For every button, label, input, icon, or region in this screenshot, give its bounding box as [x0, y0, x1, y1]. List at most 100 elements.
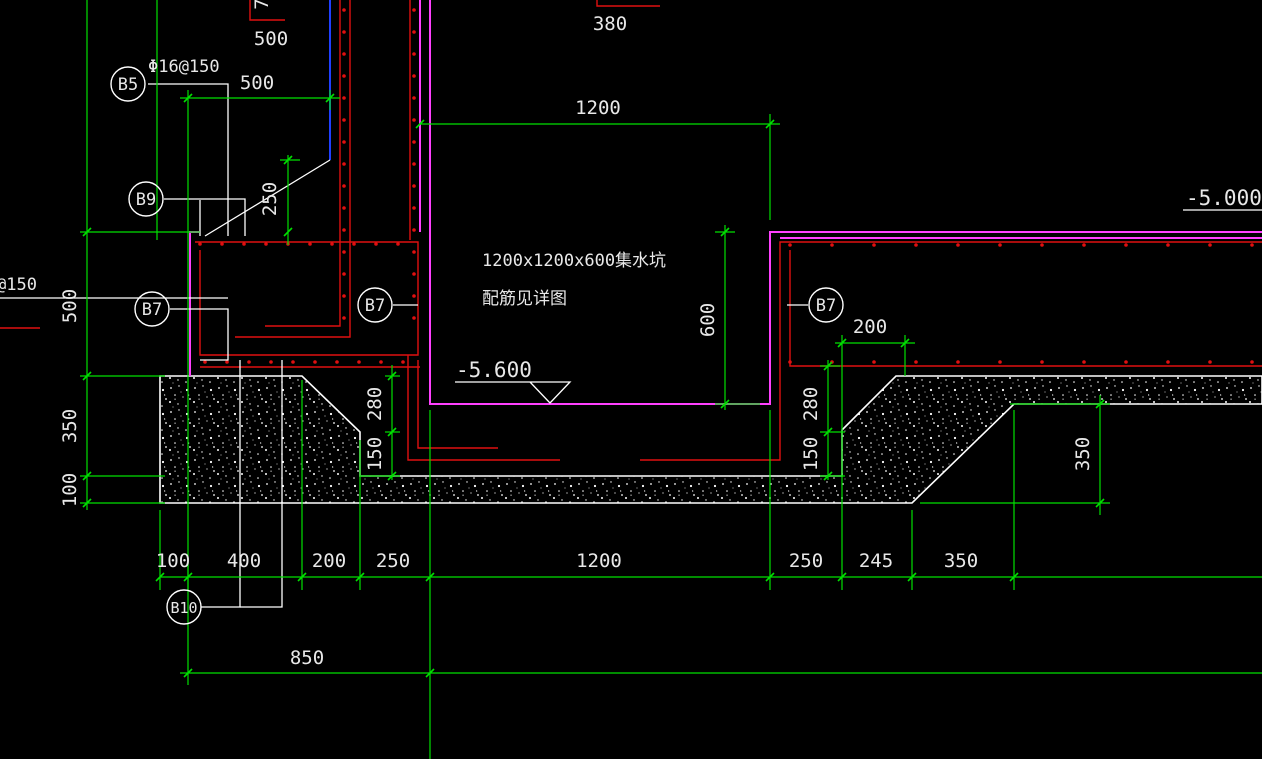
- dimension-tick: [387, 371, 397, 381]
- dimension-tick: [297, 572, 307, 582]
- dim-v-250: 250: [259, 182, 281, 216]
- dim-v-150-right: 150: [800, 437, 822, 471]
- dimension-texts: 500 380 7 500 1200 250 500 600 280 150 3…: [59, 0, 1094, 669]
- rebar-dot: [998, 360, 1002, 364]
- rebar-dot: [412, 294, 416, 298]
- tag-b9[interactable]: B9: [128, 181, 164, 217]
- tag-b5[interactable]: B5: [110, 66, 146, 102]
- dimension-tick: [765, 119, 775, 129]
- tag-b10[interactable]: B10: [166, 589, 202, 625]
- rebar-note-b5: Φ16@150: [148, 57, 220, 77]
- dim-v-600: 600: [697, 303, 719, 337]
- dimension-tick: [837, 572, 847, 582]
- dimension-tick: [283, 155, 293, 165]
- rebar-dot: [1250, 243, 1254, 247]
- rebar-dot: [830, 243, 834, 247]
- dimension-tick: [387, 471, 397, 481]
- tag-b9-label: B9: [136, 190, 156, 210]
- dimension-tick: [183, 93, 193, 103]
- rebar-dot: [342, 30, 346, 34]
- rebar-dot: [330, 242, 334, 246]
- rebar-dot: [1124, 360, 1128, 364]
- dim-top-380: 380: [593, 13, 627, 35]
- rebar-dot: [291, 360, 295, 364]
- rebar-dot: [412, 140, 416, 144]
- dim-v-350-left: 350: [59, 409, 81, 443]
- rebar-dot: [198, 242, 202, 246]
- rebar-dot: [242, 242, 246, 246]
- dim-top-500: 500: [254, 28, 288, 50]
- rebar-dot: [956, 243, 960, 247]
- dimension-tick: [1095, 399, 1105, 409]
- dimension-tick: [907, 572, 917, 582]
- rebar-dot: [1166, 243, 1170, 247]
- dim-pit-width-top: 1200: [575, 97, 621, 119]
- dimension-tick: [387, 427, 397, 437]
- dim-h-200-right: 200: [853, 316, 887, 338]
- tag-b7-mid[interactable]: B7: [357, 287, 393, 323]
- rebar-dot: [342, 184, 346, 188]
- dimension-tick: [183, 572, 193, 582]
- dim-bottom-400: 400: [227, 550, 261, 572]
- rebar-dot: [788, 360, 792, 364]
- dimension-tick: [355, 572, 365, 582]
- rebar-dot: [374, 242, 378, 246]
- rebar-dots: [198, 8, 1254, 364]
- rebar-dot: [1082, 243, 1086, 247]
- dimension-tick: [765, 572, 775, 582]
- rebar-dot: [412, 118, 416, 122]
- dimension-tick: [823, 427, 833, 437]
- rebar-dot: [342, 140, 346, 144]
- dimension-tick: [155, 572, 165, 582]
- dimension-tick: [183, 668, 193, 678]
- dim-bottom-250-right: 250: [789, 550, 823, 572]
- rebar-dot: [342, 96, 346, 100]
- dimension-tick: [1095, 498, 1105, 508]
- rebar-dot: [247, 360, 251, 364]
- rebar-dot: [220, 242, 224, 246]
- dim-v-280-left: 280: [364, 387, 386, 421]
- rebar-lines: [0, 0, 1262, 461]
- level-pit-bottom: -5.600: [456, 358, 532, 382]
- concrete-cushion: [159, 375, 1262, 504]
- rebar-dot: [412, 96, 416, 100]
- dimension-tick: [425, 668, 435, 678]
- rebar-dot: [412, 74, 416, 78]
- rebar-dot: [872, 243, 876, 247]
- rebar-dot: [956, 360, 960, 364]
- rebar-dot: [342, 272, 346, 276]
- rebar-dot: [412, 228, 416, 232]
- rebar-dot: [225, 360, 229, 364]
- level-slab-top: -5.000: [1186, 186, 1262, 210]
- dimension-tick: [1009, 572, 1019, 582]
- rebar-dot: [335, 360, 339, 364]
- rebar-note-left-cut: @150: [0, 275, 37, 295]
- tag-b10-label: B10: [170, 599, 197, 617]
- tag-b7-mid-label: B7: [365, 296, 385, 316]
- rebar-dot: [342, 8, 346, 12]
- tag-b7-right[interactable]: B7: [808, 287, 844, 323]
- rebar-dot: [1166, 360, 1170, 364]
- dimension-tick: [82, 498, 92, 508]
- dim-v-350-right: 350: [1072, 437, 1094, 471]
- tag-b7-left[interactable]: B7: [134, 291, 170, 327]
- rebar-dot: [1208, 243, 1212, 247]
- dimension-tick: [425, 572, 435, 582]
- dim-v-150-left: 150: [364, 437, 386, 471]
- rebar-dot: [412, 52, 416, 56]
- rebar-dot: [412, 184, 416, 188]
- rebar-dot: [412, 250, 416, 254]
- dimension-tick: [82, 471, 92, 481]
- dim-bottom-250-left: 250: [376, 550, 410, 572]
- dim-bottom-1200: 1200: [576, 550, 622, 572]
- rebar-dot: [998, 243, 1002, 247]
- dim-v-280-right: 280: [800, 387, 822, 421]
- dim-bottom-350: 350: [944, 550, 978, 572]
- dimension-tick: [283, 227, 293, 237]
- rebar-dot: [396, 242, 400, 246]
- tag-b7-left-label: B7: [142, 300, 162, 320]
- dim-bottom-850: 850: [290, 647, 324, 669]
- rebar-dot: [342, 74, 346, 78]
- dimension-lines: [80, 0, 1262, 759]
